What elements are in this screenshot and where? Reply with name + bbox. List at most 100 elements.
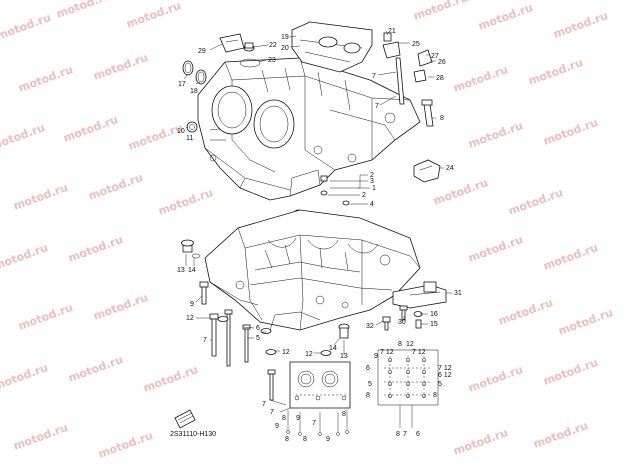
plug-10-11	[186, 121, 198, 133]
callout-20: 20	[281, 45, 289, 52]
callout-11: 11	[186, 135, 193, 142]
right-small-parts	[382, 32, 434, 127]
watermark: motod.ru	[432, 176, 490, 208]
top-left-small-parts	[219, 33, 261, 68]
callout-13-left: 13	[177, 267, 185, 274]
watermark: motod.ru	[92, 291, 150, 323]
callout-7-bottom: 7	[262, 401, 266, 408]
bolt-pattern-view	[377, 349, 439, 428]
watermark: motod.ru	[125, 0, 183, 31]
bore-label-8-a: 8	[282, 415, 286, 422]
right-bracket-31	[382, 281, 447, 331]
callout-26: 26	[438, 59, 446, 66]
watermark: motod.ru	[497, 296, 555, 328]
pattern-label-8: 8	[398, 341, 402, 348]
bore-label-8-c: 8	[303, 436, 307, 443]
watermark: motod.ru	[527, 56, 585, 88]
callout-12-mid: 12	[282, 349, 290, 356]
callout-32: 32	[366, 323, 374, 330]
head-cover	[291, 21, 373, 73]
pattern-label-6: 6	[366, 365, 370, 372]
watermark: motod.ru	[532, 419, 590, 451]
watermark: motod.ru	[127, 121, 185, 153]
watermark: motod.ru	[67, 353, 125, 385]
callout-15: 15	[430, 321, 438, 328]
callout-24: 24	[446, 165, 454, 172]
callout-1: 1	[372, 185, 376, 192]
watermark: motod.ru	[97, 429, 155, 461]
bore-label-8-b: 9	[296, 415, 300, 422]
lower-crankcase	[204, 209, 421, 331]
callout-14-lower: 14	[329, 345, 337, 352]
callout-6: 6	[256, 325, 260, 332]
diagram-code: 2S31110-H130	[170, 431, 216, 438]
callout-4: 4	[370, 201, 374, 208]
watermark: motod.ru	[467, 363, 525, 395]
callout-28: 28	[436, 75, 444, 82]
callout-22: 22	[269, 42, 277, 49]
upper-crankcase	[197, 57, 421, 201]
watermark: motod.ru	[17, 301, 75, 333]
callout-23: 23	[268, 57, 276, 64]
callout-19: 19	[281, 34, 289, 41]
pattern-label-7-12-a: 7 12	[380, 349, 394, 356]
watermark: motod.ru	[0, 121, 47, 153]
callout-14-left: 14	[188, 267, 196, 274]
watermark: motod.ru	[12, 181, 70, 213]
o-ring	[239, 58, 261, 68]
pattern-label-5-b: 5	[438, 381, 442, 388]
callout-7-top: 7	[372, 73, 376, 80]
watermark: motod.ru	[12, 421, 70, 453]
watermark: motod.ru	[477, 1, 535, 33]
callout-29: 29	[198, 48, 206, 55]
left-bolts	[199, 281, 332, 401]
pattern-label-8-c: 8	[396, 431, 400, 438]
watermark: motod.ru	[55, 0, 113, 21]
callout-12-right: 12	[305, 351, 313, 358]
cylinder-bore-left	[211, 85, 253, 135]
watermark: motod.ru	[542, 356, 600, 388]
callout-2-upper: 2	[370, 172, 374, 179]
bore-label-6: 8	[342, 411, 346, 418]
watermark: motod.ru	[142, 363, 200, 395]
callout-31: 31	[454, 290, 462, 297]
bracket-24	[413, 159, 441, 183]
pattern-label-9: 9	[374, 353, 378, 360]
watermark: motod.ru	[17, 63, 75, 95]
watermark: motod.ru	[542, 116, 600, 148]
plug-13-14	[181, 239, 201, 259]
callout-7-left: 7	[203, 337, 207, 344]
callout-3: 3	[370, 178, 374, 185]
pattern-label-7: 6	[416, 431, 420, 438]
bore-detail-view	[286, 361, 351, 436]
pattern-label-6-12: 6 12	[438, 372, 452, 379]
callout-8-top: 8	[440, 115, 444, 122]
callout-17: 17	[178, 81, 186, 88]
watermark: motod.ru	[452, 426, 510, 458]
watermark: motod.ru	[467, 233, 525, 265]
watermark: motod.ru	[507, 186, 565, 218]
bore-label-9: 7	[312, 420, 316, 427]
front-arrow-symbol	[174, 409, 196, 429]
callout-16: 16	[430, 311, 438, 318]
watermark: motod.ru	[467, 119, 525, 151]
pattern-label-12: 12	[406, 341, 414, 348]
watermark: motod.ru	[0, 361, 50, 393]
callout-13-lower: 13	[340, 353, 348, 360]
pattern-label-7-12-c: 7 12	[438, 365, 452, 372]
seals	[182, 60, 207, 85]
pattern-label-5-a: 5	[368, 381, 372, 388]
watermark: motod.ru	[62, 113, 120, 145]
cylinder-bore-right	[253, 99, 295, 149]
watermark: motod.ru	[87, 171, 145, 203]
watermark: motod.ru	[92, 51, 150, 83]
pattern-label-7-12-b: 7 12	[412, 349, 426, 356]
callout-21: 21	[388, 28, 396, 35]
bore-label-8-d: 9	[326, 436, 330, 443]
watermark: motod.ru	[552, 9, 610, 41]
callout-25: 25	[412, 41, 420, 48]
callout-7-mid: 7	[375, 103, 379, 110]
watermark: motod.ru	[557, 306, 615, 338]
